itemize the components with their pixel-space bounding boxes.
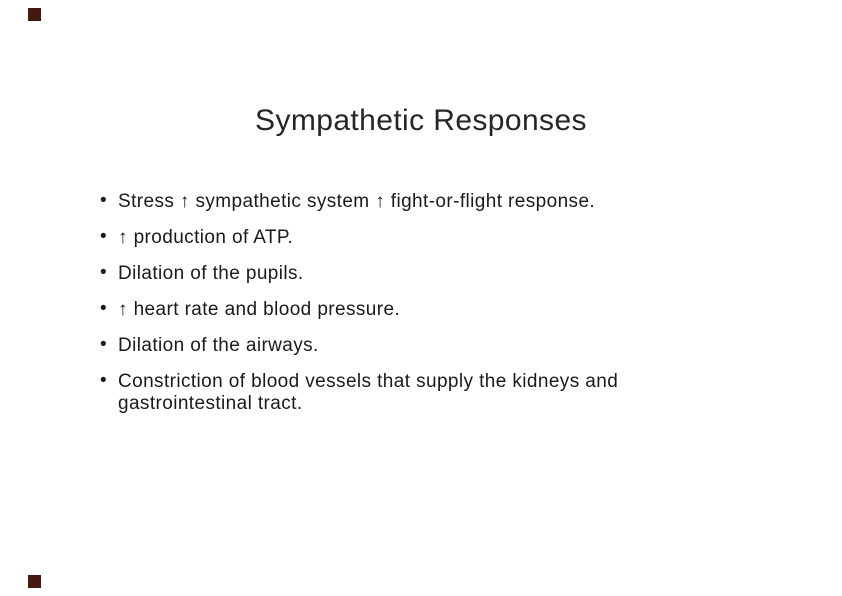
corner-mark-bottom-left [28,575,41,588]
bullet-list: Stress ↑ sympathetic system ↑ fight-or-f… [100,190,692,429]
bullet-item: Stress ↑ sympathetic system ↑ fight-or-f… [100,190,692,213]
corner-mark-top-left [28,8,41,21]
bullet-item: Dilation of the airways. [100,334,692,357]
slide-title: Sympathetic Responses [255,104,587,137]
bullet-item: Dilation of the pupils. [100,262,692,285]
bullet-item: Constriction of blood vessels that suppl… [100,370,692,415]
bullet-item: ↑ heart rate and blood pressure. [100,298,692,321]
bullet-item: ↑ production of ATP. [100,226,692,249]
